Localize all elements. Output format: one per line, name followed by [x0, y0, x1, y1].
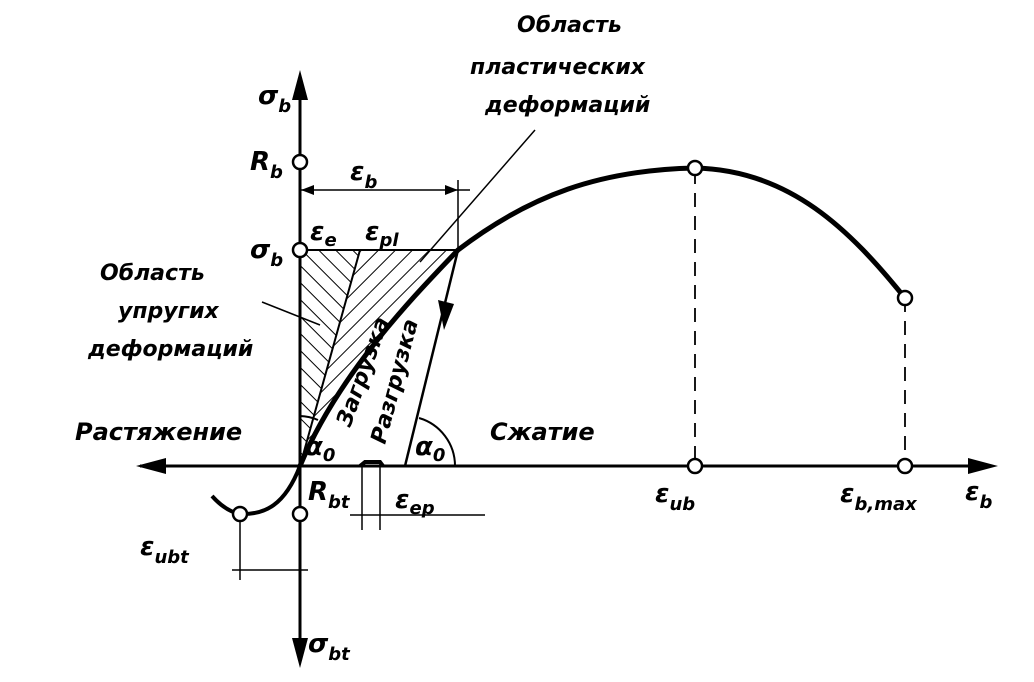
end-point — [896, 289, 914, 307]
elastic-limit-line — [299, 249, 361, 467]
sigma-b-point — [291, 241, 309, 259]
sigma-b-axis-label: σb — [258, 81, 291, 117]
eps-ub-point — [686, 457, 704, 475]
sigma-bt-axis-label: σbt — [308, 629, 351, 665]
eps-ep-label: εep — [395, 485, 435, 519]
eps-b-max-point — [896, 457, 914, 475]
unloading-line — [403, 249, 460, 467]
eps-axis-arrow-right — [968, 458, 998, 474]
R-b-label: Rb — [250, 147, 283, 183]
alpha-0-left-label: α0 — [305, 432, 335, 466]
unloading-arrow — [438, 300, 454, 330]
eps-b-dim-arrow-left — [301, 185, 314, 195]
compression-curve — [297, 165, 907, 467]
R-bt-label: Rbt — [308, 477, 351, 513]
eps-b-max-label: εb,max — [840, 479, 918, 515]
elastic-region-label: Область упругих деформаций — [87, 261, 253, 362]
tension-label: Растяжение — [75, 418, 242, 446]
alpha-left-arc — [299, 415, 319, 421]
eps-axis-arrow-left — [136, 458, 166, 474]
eps-ubt-label: εubt — [140, 532, 190, 568]
eps-b-axis-label: εb — [965, 477, 992, 513]
R-bt-point — [291, 505, 309, 523]
eps-b-dim-arrow-right — [445, 185, 458, 195]
alpha-right-arc — [418, 417, 456, 467]
plastic-region-label: Область пластических деформаций — [470, 13, 653, 118]
sigma-b-level-label: σb — [250, 235, 283, 271]
elastic-leader — [261, 301, 321, 326]
sigma-axis-arrow-up — [292, 70, 308, 100]
eps-pl-label: εpl — [365, 217, 399, 251]
plastic-leader — [419, 129, 536, 263]
plastic-region-hatch — [300, 250, 458, 466]
eps-e-label: εe — [310, 217, 337, 251]
eps-ub-label: εub — [655, 479, 695, 515]
peak-point — [686, 159, 704, 177]
tension-end-point — [231, 505, 249, 523]
compression-label: Сжатие — [490, 418, 595, 446]
R-b-point — [291, 153, 309, 171]
residual-strain-marker — [358, 460, 385, 468]
tension-curve — [210, 465, 302, 517]
eps-b-top-label: εb — [350, 157, 377, 193]
alpha-0-right-label: α0 — [415, 432, 445, 466]
sigma-axis-arrow-down — [292, 638, 308, 668]
